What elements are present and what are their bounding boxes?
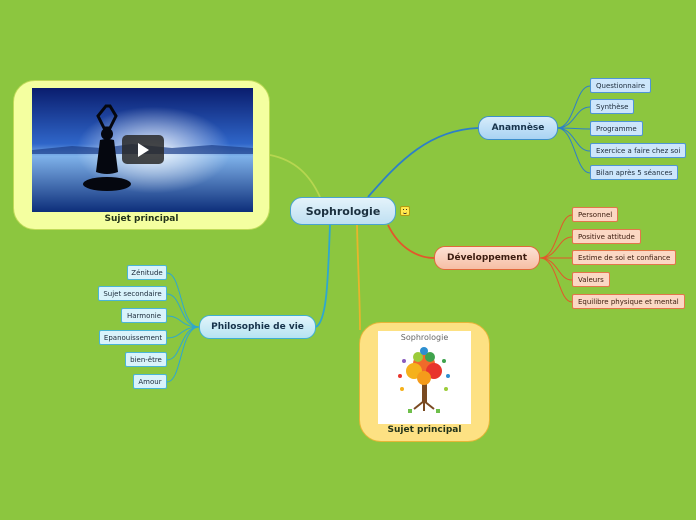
image-topic-card[interactable]: Sophrologie Sujet principal [359, 322, 490, 442]
main-topic-developpement[interactable]: Développement [434, 246, 540, 270]
smiley-icon[interactable] [400, 206, 410, 216]
sophrologie-tree-image: Sophrologie [378, 331, 471, 424]
tree-image-title: Sophrologie [400, 333, 449, 342]
leaf-questionnaire[interactable]: Questionnaire [590, 78, 652, 93]
leaf-synthese[interactable]: Synthèse [590, 99, 635, 114]
line-image [356, 224, 361, 331]
leaf-bien-etre[interactable]: bien-être [125, 352, 167, 367]
line-developpement [387, 224, 435, 259]
leaf-valeurs[interactable]: Valeurs [572, 272, 610, 287]
leaf-epanouissement[interactable]: Epanouissement [99, 330, 167, 345]
leaf-exercice[interactable]: Exercice a faire chez soi [590, 143, 687, 158]
leaf-estime-de-soi[interactable]: Estime de soi et confiance [572, 250, 677, 265]
central-topic[interactable]: Sophrologie [290, 197, 396, 225]
video-thumbnail[interactable] [32, 88, 253, 212]
leaf-harmonie[interactable]: Harmonie [121, 308, 167, 323]
leaf-bilan[interactable]: Bilan après 5 séances [590, 165, 679, 180]
image-topic-label: Sujet principal [387, 425, 462, 435]
video-topic-label: Sujet principal [104, 214, 179, 224]
meditation-image [32, 88, 253, 212]
leaf-personnel[interactable]: Personnel [572, 207, 619, 222]
leaf-sujet-secondaire[interactable]: Sujet secondaire [98, 286, 167, 301]
leaf-amour[interactable]: Amour [133, 374, 167, 389]
leaf-equilibre[interactable]: Equilibre physique et mental [572, 294, 685, 309]
play-icon[interactable] [122, 135, 164, 164]
video-topic-card[interactable]: Sujet principal [13, 80, 270, 230]
main-topic-philosophie[interactable]: Philosophie de vie [199, 315, 316, 339]
tree-illustration [398, 347, 450, 413]
line-philosophie [315, 224, 331, 328]
line-anamnese [367, 127, 479, 198]
line-video [269, 154, 321, 198]
leaf-zenitude[interactable]: Zénitude [127, 265, 167, 280]
leaf-positive-attitude[interactable]: Positive attitude [572, 229, 641, 244]
main-topic-anamnese[interactable]: Anamnèse [478, 116, 558, 140]
leaf-programme[interactable]: Programme [590, 121, 643, 136]
